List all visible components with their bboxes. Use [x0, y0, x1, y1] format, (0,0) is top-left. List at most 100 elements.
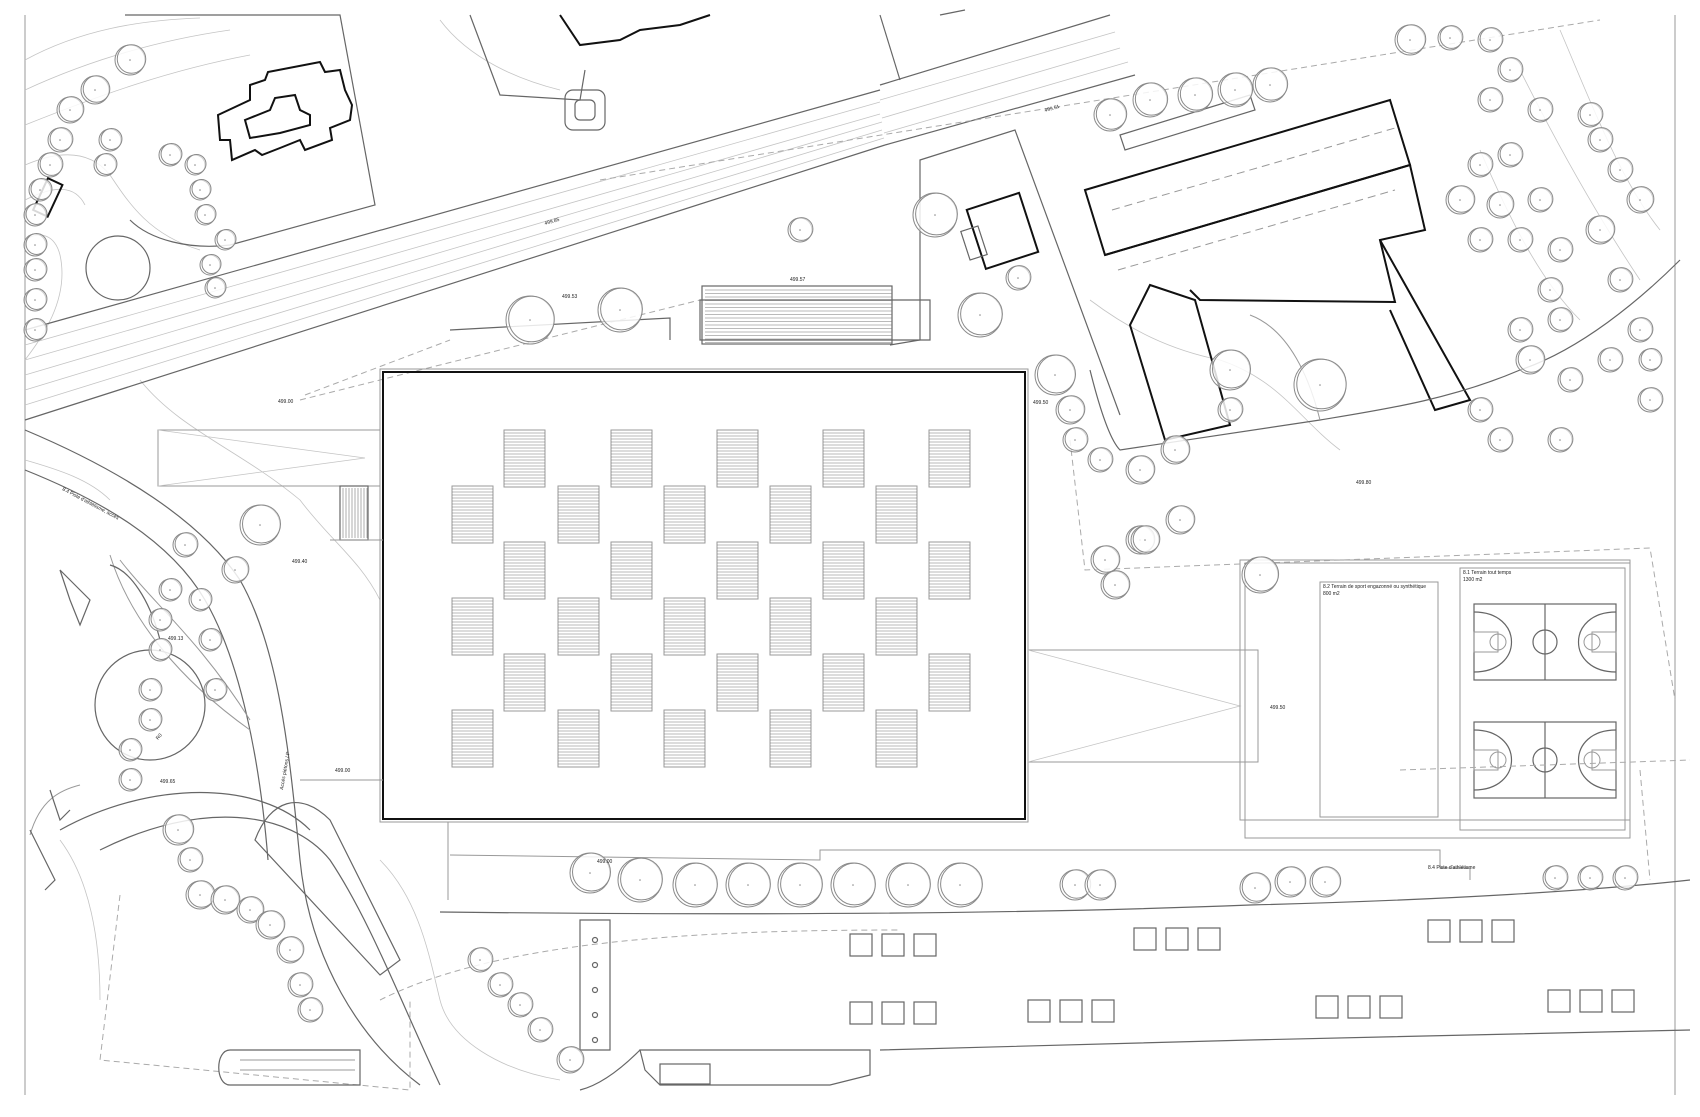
court-arc-left: [1473, 729, 1512, 791]
tree-canopy-offset: [1499, 57, 1524, 81]
hall-panel-outline: [610, 429, 653, 488]
tree-canopy-offset: [299, 997, 324, 1021]
elevation-left-bottom: 499.65: [160, 779, 176, 785]
parking-block: [1091, 999, 1115, 1023]
hall-panel: [716, 653, 759, 712]
tree-trunk: [519, 1004, 521, 1006]
tree-trunk: [259, 524, 261, 526]
trees: [23, 24, 1664, 1074]
tree: [1527, 97, 1554, 123]
tree-trunk: [149, 719, 151, 721]
basketball-court: [1473, 603, 1617, 681]
tree: [1209, 349, 1251, 391]
tree-trunk: [1539, 199, 1541, 201]
tree-canopy-offset: [25, 258, 48, 280]
main-road: [24, 14, 1601, 421]
sports-field: [1244, 562, 1631, 839]
tree-canopy-offset: [1479, 27, 1504, 51]
tree: [1445, 185, 1476, 215]
tree-canopy-offset: [1469, 227, 1494, 251]
tree: [1093, 98, 1128, 132]
tree-canopy-offset: [1134, 82, 1169, 116]
tree-canopy-offset: [1628, 186, 1655, 212]
tree-canopy-offset: [289, 972, 314, 996]
hall-panel-outline: [875, 597, 918, 656]
tree-canopy-offset: [1640, 348, 1663, 370]
tree-trunk: [1609, 359, 1611, 361]
tree-canopy-offset: [1167, 505, 1196, 533]
tree-trunk: [249, 909, 251, 911]
hall-panel: [716, 541, 759, 600]
elevation-road-mid: 499.00: [335, 768, 351, 774]
parking-block: [1379, 995, 1403, 1019]
tree-canopy-offset: [1132, 525, 1161, 553]
tree-trunk: [189, 859, 191, 861]
court-ft-left: [1489, 633, 1507, 651]
tree-trunk: [639, 879, 641, 881]
plan-frame: [24, 15, 1676, 1095]
tree: [597, 287, 643, 333]
parking-block: [1427, 919, 1451, 943]
tree: [1547, 307, 1574, 333]
tree-trunk: [1179, 519, 1181, 521]
tree-trunk: [799, 884, 801, 886]
roundabout-label: R0: [155, 732, 164, 741]
tree-canopy-offset: [160, 578, 183, 600]
tree-trunk: [224, 239, 226, 241]
tree-canopy-offset: [179, 847, 204, 871]
tree-canopy-offset: [216, 229, 237, 249]
tree-canopy-offset: [191, 179, 212, 199]
tree-trunk: [234, 569, 236, 571]
parking-block: [881, 933, 905, 957]
hall-panel: [769, 709, 812, 768]
tree-canopy-offset: [25, 203, 48, 225]
tree: [617, 857, 663, 903]
court-arc-right: [1578, 729, 1617, 791]
tree-trunk: [1569, 379, 1571, 381]
tree-canopy-offset: [1488, 191, 1515, 217]
tree-trunk: [129, 59, 131, 61]
tree: [1627, 317, 1654, 343]
tree: [1637, 387, 1664, 413]
elevation-left-mid: 499.00: [278, 399, 294, 405]
tree: [1607, 267, 1634, 293]
hall-panel: [663, 597, 706, 656]
hall-panel: [451, 485, 494, 544]
tree-trunk: [169, 154, 171, 156]
tree: [1467, 397, 1494, 423]
tree: [1100, 570, 1131, 600]
tree-canopy-offset: [1599, 347, 1624, 371]
tree-trunk: [1194, 94, 1196, 96]
tree-canopy-offset: [140, 678, 163, 700]
tree: [1612, 865, 1639, 891]
tree-canopy-offset: [223, 556, 250, 582]
parking-block: [1611, 989, 1635, 1013]
tree-canopy-offset: [238, 896, 265, 922]
tree-trunk: [204, 214, 206, 216]
hall-panel: [928, 653, 971, 712]
tree-canopy-offset: [49, 127, 74, 151]
tree: [1274, 866, 1307, 898]
parking-block: [1491, 919, 1515, 943]
tree-canopy-offset: [1529, 187, 1554, 211]
tree-trunk: [199, 189, 201, 191]
tree-canopy-offset: [1007, 265, 1032, 289]
tree: [287, 972, 314, 998]
elevation-left-panel: 499.40: [292, 559, 308, 565]
tree-canopy-offset: [1254, 67, 1289, 101]
hall-panel: [875, 709, 918, 768]
tree: [1005, 265, 1032, 291]
tree-trunk: [149, 689, 151, 691]
tree: [1437, 25, 1464, 51]
tree-trunk: [539, 1029, 541, 1031]
tree: [1394, 24, 1427, 56]
hall-panel-outline: [822, 653, 865, 712]
tree: [1130, 525, 1161, 555]
hall-panel-outline: [875, 485, 918, 544]
tree-trunk: [34, 269, 36, 271]
tree-canopy-offset: [1469, 397, 1494, 421]
tree-canopy-offset: [1311, 866, 1342, 896]
tree-trunk: [1559, 319, 1561, 321]
tree: [80, 75, 111, 105]
tree-canopy-offset: [1089, 447, 1114, 471]
